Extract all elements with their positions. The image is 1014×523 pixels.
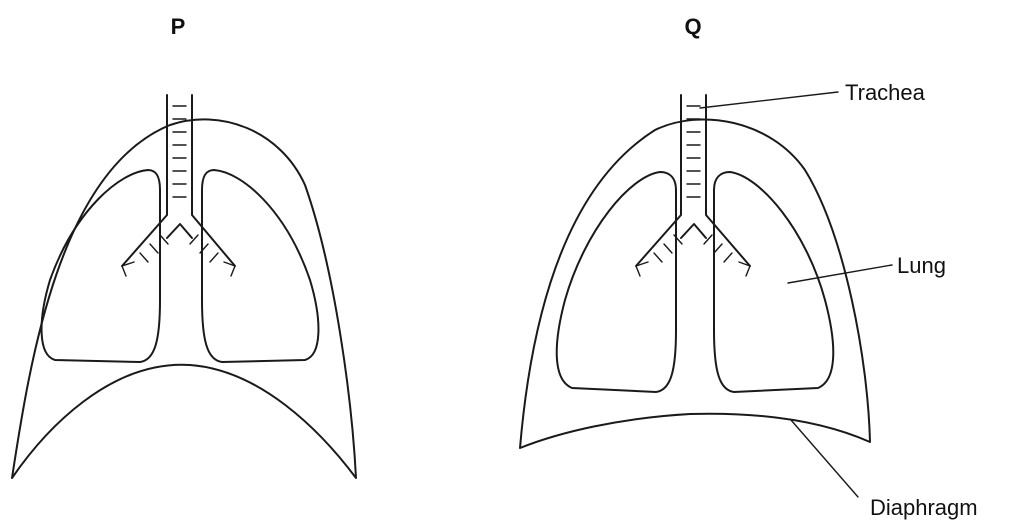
left-lung-q [557, 172, 676, 392]
lung-label: Lung [897, 253, 946, 278]
right-lung-p [202, 170, 318, 362]
trachea-leader-line [700, 92, 838, 108]
diaphragm-label: Diaphragm [870, 495, 978, 520]
panel-p: P [12, 14, 356, 478]
right-lung-q [714, 172, 833, 392]
thoracic-cavity-q [520, 119, 870, 448]
diaphragm-leader-line [791, 420, 858, 497]
panel-p-title: P [171, 14, 186, 39]
trachea-label: Trachea [845, 80, 926, 105]
lung-leader-line [788, 265, 892, 283]
panel-q: Q Trachea Lung Diaphragm [520, 14, 978, 520]
panel-q-title: Q [684, 14, 701, 39]
thoracic-cavity-p [12, 119, 356, 478]
